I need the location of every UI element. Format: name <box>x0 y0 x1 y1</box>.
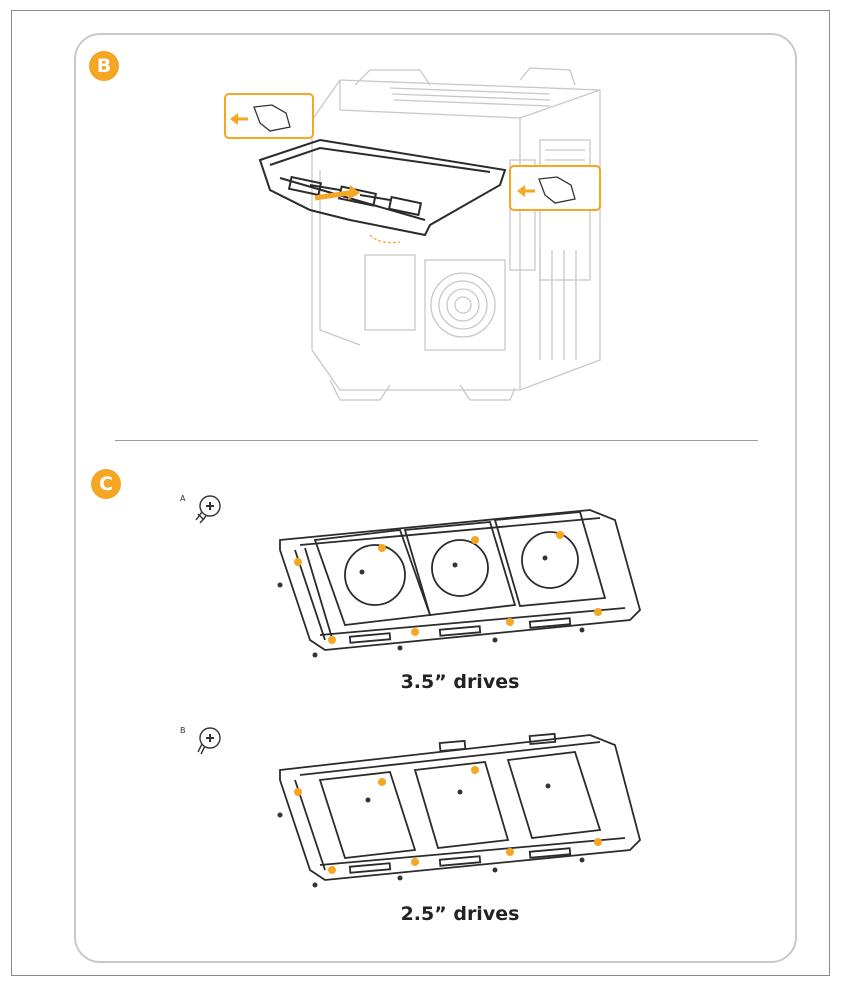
screw-b-icon <box>192 726 222 756</box>
caption-25-drives: 2.5” drives <box>310 903 610 925</box>
release-callout-right <box>509 165 603 213</box>
step-c-badge: C <box>91 469 121 499</box>
screw-a-icon <box>192 494 222 524</box>
screw-b-label: B <box>180 726 186 735</box>
drive-bracket-25 <box>270 730 650 900</box>
step-b-badge: B <box>89 51 119 81</box>
drive-bracket-35 <box>270 500 650 670</box>
release-callout-left <box>224 93 316 141</box>
screw-a-label: A <box>180 494 185 503</box>
caption-35-drives: 3.5” drives <box>310 671 610 693</box>
section-divider <box>115 440 758 441</box>
